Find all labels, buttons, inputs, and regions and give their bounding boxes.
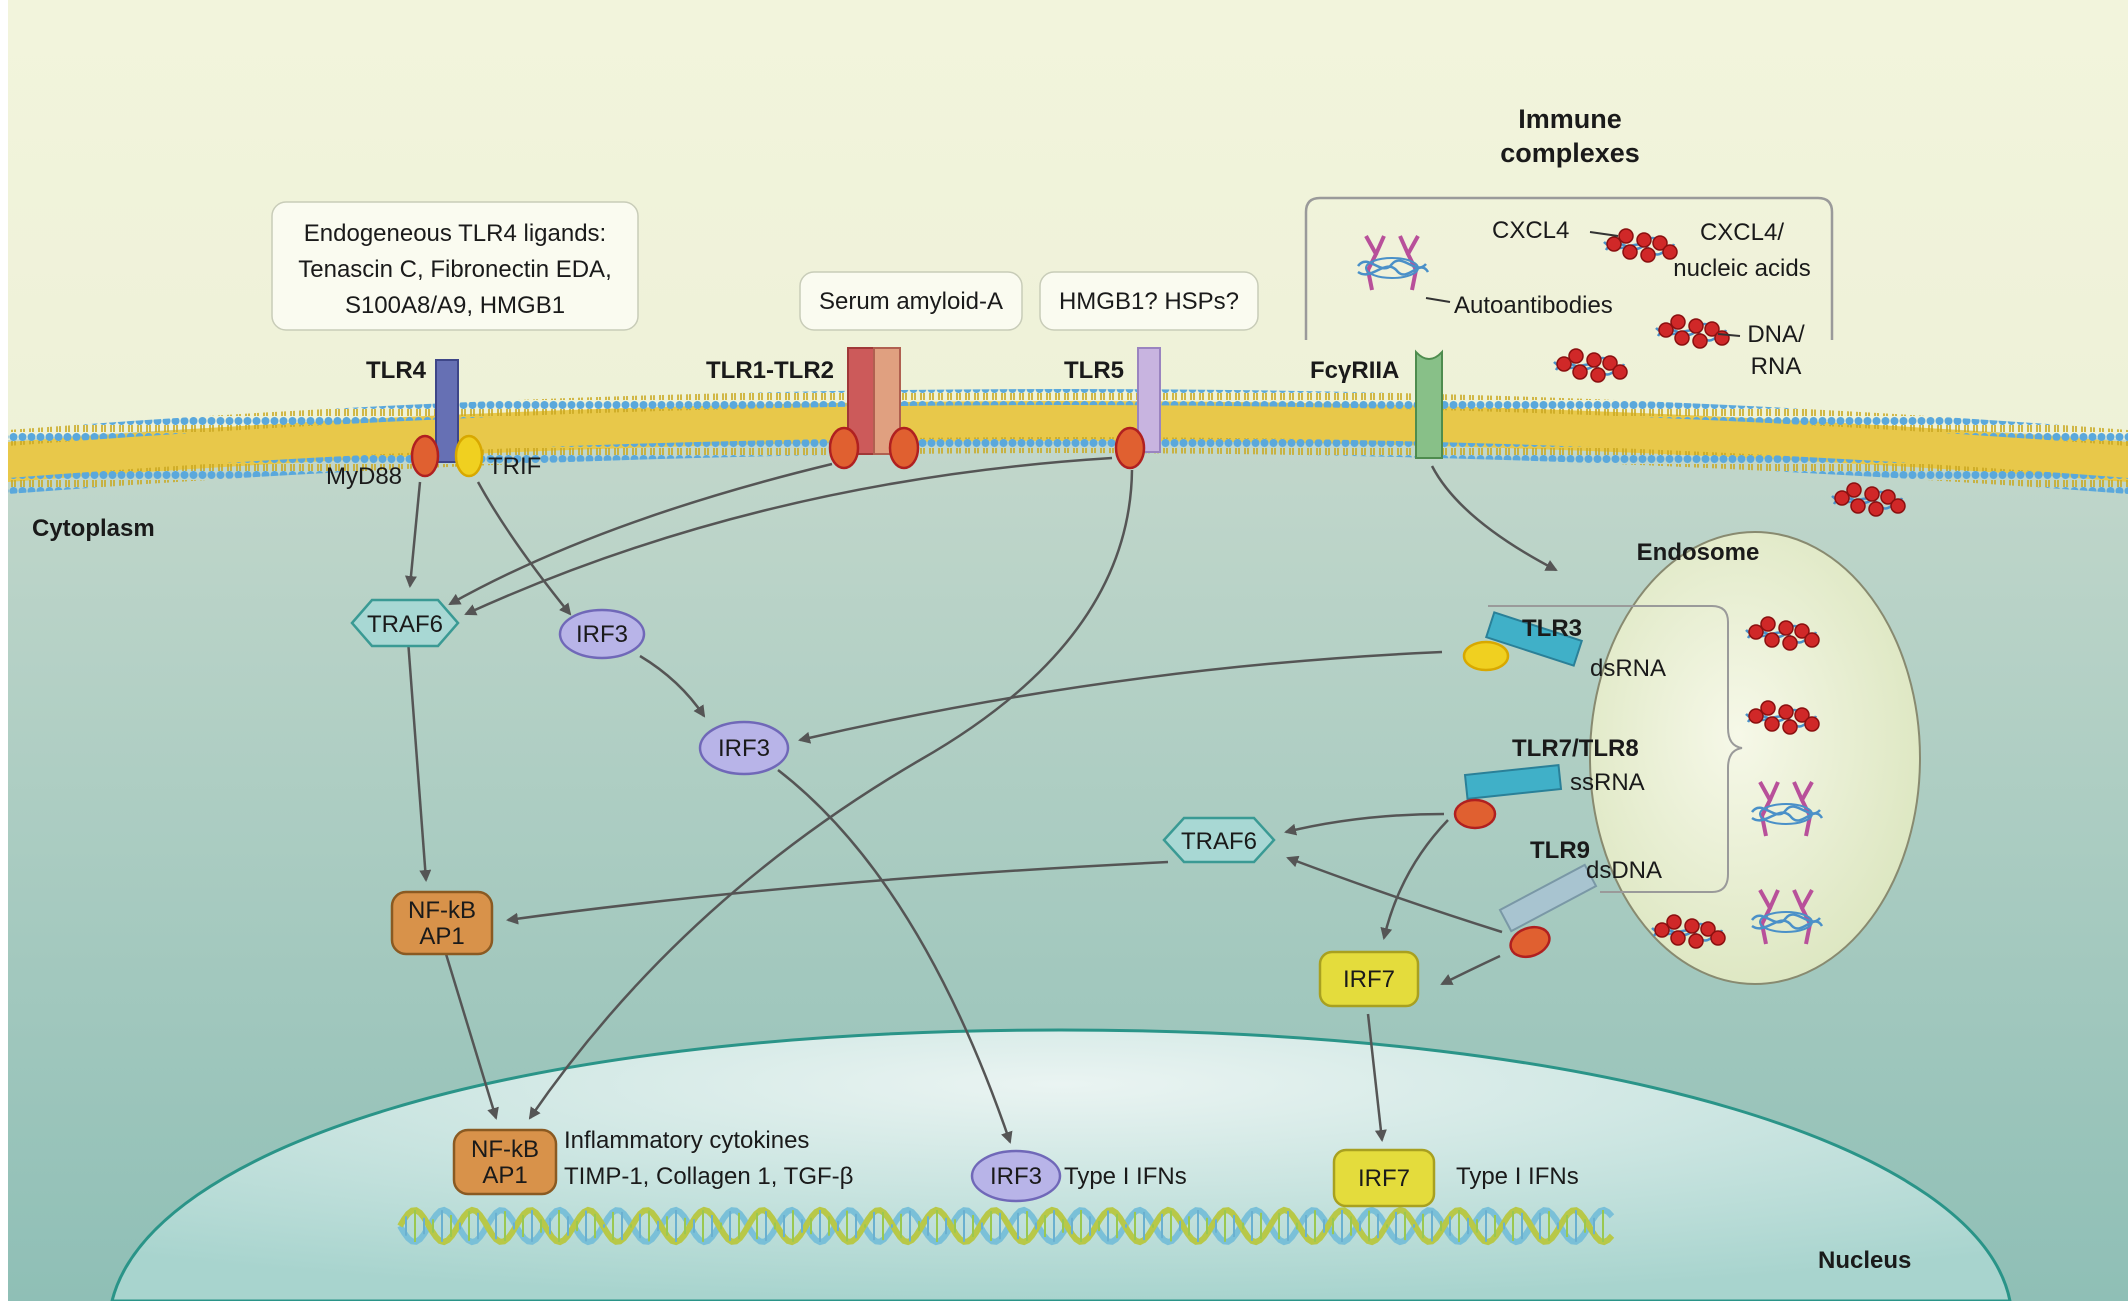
tlr4-receptor — [410, 359, 484, 478]
cxcl4-label: CXCL4 — [1492, 217, 1569, 244]
tlr1-tlr2-receptor — [828, 347, 920, 470]
myd88-label: MyD88 — [326, 463, 402, 490]
irf3-label: IRF3 — [718, 735, 770, 762]
tlr3-receptor — [1462, 611, 1584, 672]
dna-rna-label-line-1: DNA/ — [1747, 321, 1805, 348]
nfkb-ap1-nuclear-node: NF-kB AP1 — [452, 1128, 558, 1196]
tlr4-ligands-box — [271, 201, 639, 331]
arrow-tlr78-traf6 — [1284, 812, 1445, 836]
arrow-tlr5-traf6 — [464, 456, 1113, 616]
immune-complexes-title-line-2: complexes — [1500, 138, 1640, 168]
endosome-bracket — [1488, 605, 1743, 893]
tlr5-label: TLR5 — [1064, 357, 1124, 384]
arrow-traf6-nfkb-left — [506, 860, 1169, 925]
arrow-myd88-traf6 — [404, 481, 422, 588]
irf7-product-label: Type I IFNs — [1456, 1163, 1579, 1190]
arrow-tlr5-nfkb-nuclear — [528, 469, 1134, 1120]
nfkb-label: NF-kB — [471, 1136, 539, 1163]
ap1-label: AP1 — [482, 1162, 527, 1189]
nfkb-ap1-node: NF-kB AP1 — [390, 890, 494, 956]
tlr1-tlr2-label: TLR1-TLR2 — [706, 357, 834, 384]
autoantibodies-label: Autoantibodies — [1454, 292, 1613, 319]
irf3-node-b: IRF3 — [698, 720, 790, 776]
tlr7-tlr8-label: TLR7/TLR8 — [1512, 735, 1639, 762]
immune-complexes-title-line-1: Immune — [1518, 104, 1622, 134]
arrow-irf3-nucleus — [777, 769, 1013, 1144]
fcgriia-receptor — [1415, 349, 1443, 459]
nfkb-label: NF-kB — [408, 897, 476, 924]
tlr5-ligand-box — [1039, 271, 1259, 331]
signaling-arrows — [404, 456, 1558, 1144]
endosome — [1589, 531, 1921, 985]
cxcl4-nucleic-label-line-2: nucleic acids — [1673, 255, 1810, 282]
cxcl4-leader-line — [1589, 231, 1619, 237]
traf6-label: TRAF6 — [1181, 828, 1257, 855]
dsrna-label: dsRNA — [1590, 655, 1666, 682]
dsdna-label: dsDNA — [1586, 857, 1662, 884]
dna-rna-leader-line — [1717, 333, 1741, 337]
tlr5-receptor — [1114, 347, 1161, 470]
irf3-label: IRF3 — [990, 1163, 1042, 1190]
tlr9-label: TLR9 — [1530, 837, 1590, 864]
irf7-label: IRF7 — [1343, 966, 1395, 993]
arrow-irf3-irf3 — [639, 654, 706, 718]
tlr4-ligands-line-3: S100A8/A9, HMGB1 — [345, 292, 565, 319]
arrow-tlr3-irf3 — [798, 650, 1443, 744]
tlr4-ligands-line-1: Endogeneous TLR4 ligands: — [304, 220, 606, 247]
tlr4-label: TLR4 — [366, 357, 427, 384]
traf6-node-right: TRAF6 — [1162, 816, 1276, 864]
irf7-node: IRF7 — [1318, 950, 1420, 1008]
plasma-membrane — [8, 389, 2128, 494]
arrow-trif-irf3 — [476, 481, 572, 616]
tlr9-receptor — [1498, 863, 1598, 959]
autoantibody-leader-line — [1425, 297, 1451, 303]
arrow-irf7-nucleus — [1366, 1013, 1387, 1142]
traf6-node-left: TRAF6 — [350, 598, 460, 648]
traf6-label: TRAF6 — [367, 611, 443, 638]
tlr4-ligands-line-2: Tenascin C, Fibronectin EDA, — [298, 256, 611, 283]
nfkb-products-line-2: TIMP-1, Collagen 1, TGF-β — [564, 1163, 853, 1190]
cytoplasm-label: Cytoplasm — [32, 515, 155, 542]
ap1-label: AP1 — [419, 923, 464, 950]
trif-adaptor — [454, 434, 484, 478]
hmgb1-hsps-label: HMGB1? HSPs? — [1059, 288, 1239, 315]
arrow-tlr78-irf7 — [1380, 819, 1449, 940]
tlr3-label: TLR3 — [1522, 615, 1582, 642]
tlr7-tlr8-receptor — [1453, 764, 1563, 830]
irf3-nuclear-node: IRF3 — [970, 1149, 1062, 1203]
cxcl4-nucleic-label-line-1: CXCL4/ — [1700, 219, 1784, 246]
arrow-tlr9-irf7 — [1440, 954, 1501, 986]
irf7-label: IRF7 — [1358, 1165, 1410, 1192]
fcgriia-label: FcγRIIA — [1310, 357, 1399, 384]
arrow-tlr9-traf6 — [1286, 855, 1503, 934]
endosome-label: Endosome — [1637, 539, 1760, 566]
tlr2-ligand-box — [799, 271, 1023, 331]
serum-amyloid-label: Serum amyloid-A — [819, 288, 1003, 315]
arrow-nfkb-nucleus — [444, 953, 499, 1120]
trif-label: TRIF — [488, 453, 541, 480]
nucleus-label: Nucleus — [1818, 1247, 1911, 1274]
irf3-product-label: Type I IFNs — [1064, 1163, 1187, 1190]
irf3-node-a: IRF3 — [558, 608, 646, 660]
irf7-nuclear-node: IRF7 — [1332, 1148, 1436, 1208]
dna-rna-label-line-2: RNA — [1751, 353, 1802, 380]
arrow-traf6-nfkb — [406, 639, 432, 882]
arrow-tlr2-traf6 — [448, 462, 833, 606]
irf3-label: IRF3 — [576, 621, 628, 648]
ssrna-label: ssRNA — [1570, 769, 1645, 796]
nfkb-products-line-1: Inflammatory cytokines — [564, 1127, 809, 1154]
immune-complexes-bracket — [1304, 196, 1834, 340]
myd88-adaptor — [410, 434, 440, 478]
arrow-fcgr-endosome — [1430, 465, 1558, 572]
dna-helix-icon — [397, 1206, 1615, 1246]
